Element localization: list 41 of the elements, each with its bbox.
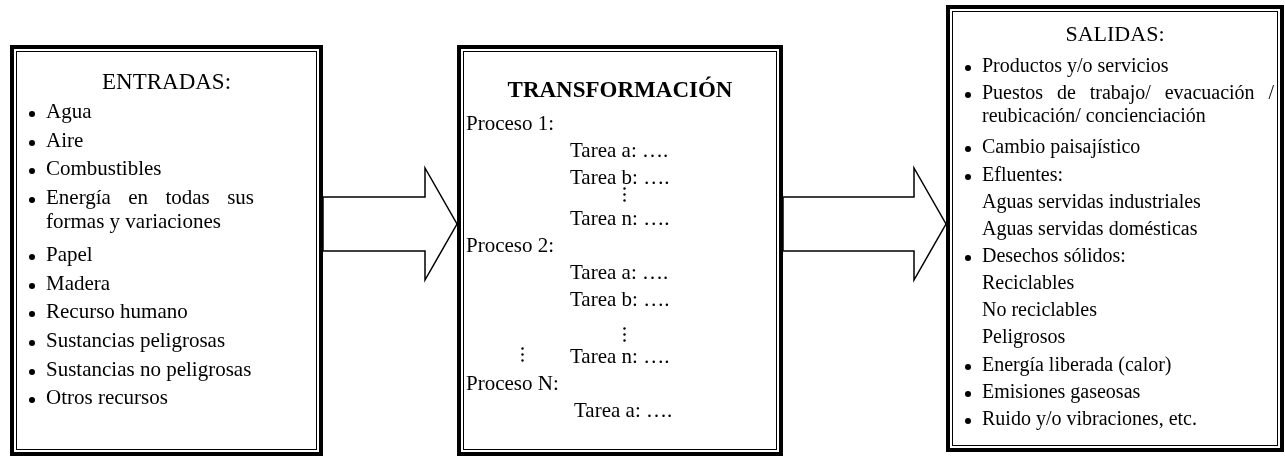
task-label: Tarea n: …. [570, 206, 670, 231]
task-label: Tarea a: …. [570, 138, 669, 163]
list-sub-item: Peligrosos [982, 325, 1066, 348]
list-item: Papel [46, 242, 93, 267]
process-label: Proceso 1: [466, 111, 555, 136]
list-item: Cambio paisajístico [982, 135, 1141, 158]
box-heading: SALIDAS: [1064, 21, 1166, 47]
list-item: Productos y/o servicios [982, 54, 1169, 77]
task-label: Tarea n: …. [570, 344, 670, 369]
list-box [10, 45, 323, 456]
list-sub-item: Aguas servidas industriales [982, 190, 1201, 213]
process-label: Proceso N: [466, 371, 559, 396]
box-heading: TRANSFORMACIÓN [506, 77, 734, 104]
list-box [457, 45, 783, 456]
list-item: Otros recursos [46, 385, 168, 410]
list-box [946, 5, 1284, 452]
list-item: Emisiones gaseosas [982, 380, 1141, 403]
list-item: Energía liberada (calor) [982, 353, 1172, 376]
box-heading: ENTRADAS: [100, 69, 233, 96]
list-item: Aire [46, 128, 84, 153]
list-item: Recurso humano [46, 299, 188, 324]
list-item: Ruido y/o vibraciones, etc. [982, 407, 1197, 430]
list-item: Desechos sólidos: [982, 244, 1126, 267]
list-item: Sustancias peligrosas [46, 328, 226, 353]
task-label: Tarea b: …. [570, 287, 670, 312]
list-sub-item: Reciclables [982, 271, 1075, 294]
list-item: Madera [46, 271, 111, 296]
task-label: Tarea a: …. [570, 260, 669, 285]
task-label: Tarea a: …. [574, 398, 673, 423]
list-sub-item: Aguas servidas domésticas [982, 217, 1198, 240]
block-arrow [322, 165, 458, 283]
block-arrow [782, 165, 947, 283]
list-sub-item: No reciclables [982, 298, 1097, 321]
list-item: Sustancias no peligrosas [46, 357, 252, 382]
process-label: Proceso 2: [466, 233, 555, 258]
list-item: Agua [46, 99, 92, 124]
list-item: Puestos de trabajo/ evacuación / reubicación/ concienciación [982, 81, 1274, 127]
list-item: Energía en todas sus formas y variaciones [46, 185, 254, 234]
list-item: Combustibles [46, 156, 162, 181]
list-item: Efluentes: [982, 163, 1064, 186]
task-label: Tarea b: …. [570, 165, 670, 190]
